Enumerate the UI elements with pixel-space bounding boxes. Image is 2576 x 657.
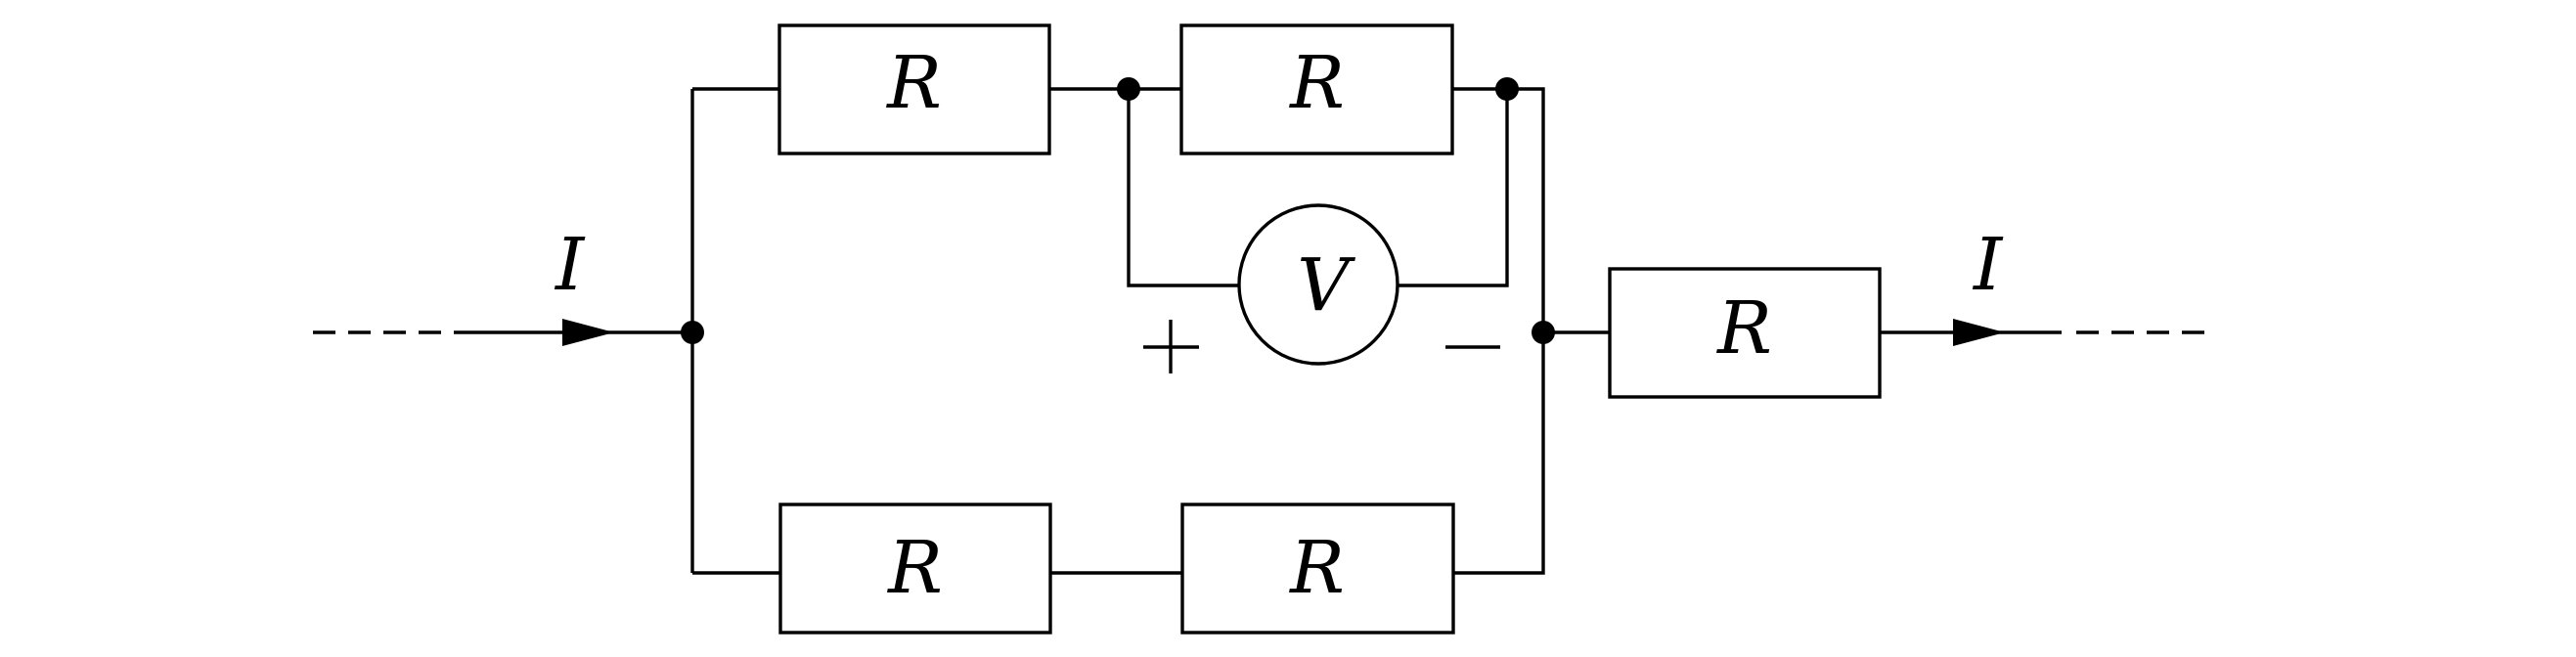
voltmeter-right-lead <box>1398 89 1509 287</box>
incoming-current-arrow <box>562 319 614 346</box>
voltmeter-label: V <box>1297 243 1355 328</box>
resistor-label: R <box>1288 41 1345 125</box>
outgoing-current-label: I <box>1972 223 2004 307</box>
plus-sign <box>1143 320 1199 373</box>
junction-node-top-right <box>1495 77 1519 101</box>
resistor-top-right: R <box>1179 23 1454 155</box>
resistor-bottom-right: R <box>1180 503 1455 635</box>
resistor-top-left: R <box>777 23 1051 155</box>
junction-node-top-middle <box>1117 77 1140 101</box>
voltmeter-left-lead <box>1127 89 1239 287</box>
resistor-bottom-left: R <box>778 503 1052 635</box>
resistor-label: R <box>1715 286 1772 371</box>
resistor-label: R <box>1288 526 1345 610</box>
voltmeter: V <box>1237 203 1399 366</box>
junction-node-left <box>681 321 704 344</box>
wire-top-right <box>1452 87 1545 332</box>
junction-node-right <box>1532 321 1555 344</box>
resistor-series-output: R <box>1608 267 1882 399</box>
outgoing-current-arrow <box>1953 319 2005 346</box>
wire-bottom-right <box>1453 332 1545 575</box>
resistor-label: R <box>886 526 943 610</box>
resistor-label: R <box>885 41 942 125</box>
incoming-current-label: I <box>554 223 586 307</box>
